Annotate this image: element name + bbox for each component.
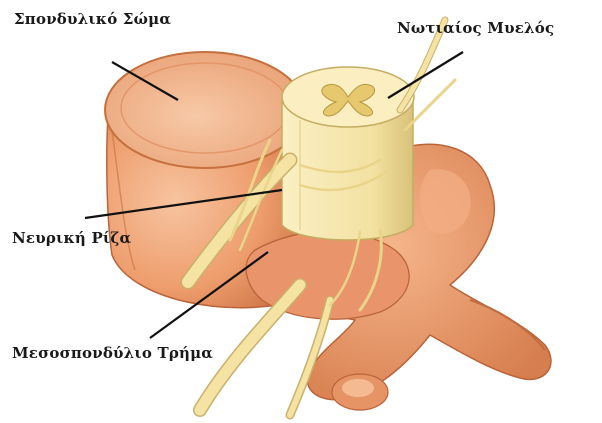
label-intervertebral-foramen: Μεσοσπονδύλιο Τρήμα [12,344,213,362]
label-vertebral-body: Σπονδυλικό Σώμα [14,10,171,28]
label-nerve-root: Νευρική Ρίζα [12,229,131,247]
label-spinal-cord: Νωτιαίος Μυελός [397,19,554,37]
